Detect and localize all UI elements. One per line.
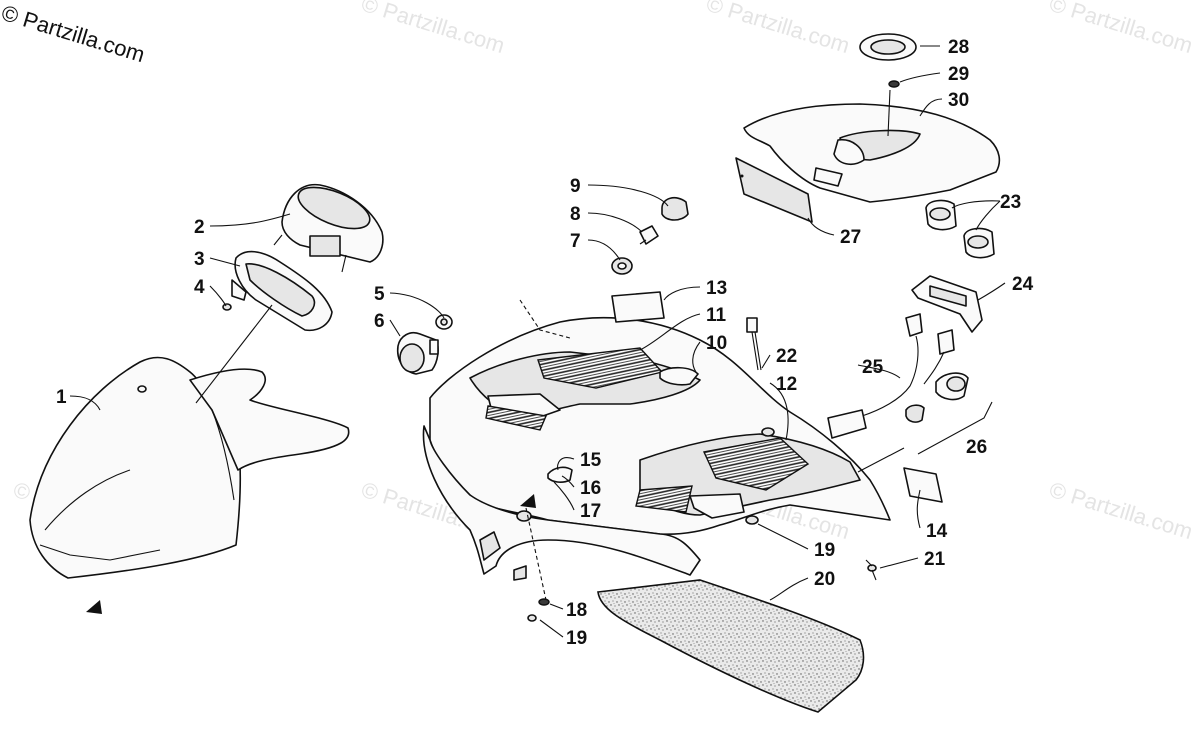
- callout-7: 7: [570, 231, 581, 252]
- callout-26: 26: [966, 437, 987, 458]
- part-gauge-bezel: [231, 250, 333, 332]
- part-handlebar-cover-30: [743, 103, 1001, 203]
- callout-22: 22: [776, 346, 797, 367]
- part-washer-5: [435, 314, 453, 330]
- part-console-panel: [422, 299, 891, 581]
- part-outlet-26: [857, 372, 993, 473]
- callout-19b: 19: [566, 628, 587, 649]
- callout-14: 14: [926, 521, 948, 542]
- callout-28: 28: [948, 37, 969, 58]
- part-cap-9: [661, 196, 689, 221]
- callout-24: 24: [1012, 274, 1034, 295]
- reference-arrow: [86, 600, 102, 614]
- callout-18: 18: [566, 600, 587, 621]
- callout-9: 9: [570, 176, 581, 197]
- callout-4: 4: [194, 277, 205, 298]
- callout-15: 15: [580, 450, 602, 471]
- part-switch-23: [925, 199, 995, 259]
- watermark-text: © Partzilla.com: [1047, 477, 1196, 544]
- callout-23: 23: [1000, 192, 1021, 213]
- callout-21: 21: [924, 549, 946, 570]
- part-grommet-28: [859, 33, 917, 61]
- part-decal-14: [903, 467, 943, 503]
- callout-labels: 1 2 3 4 5 6 7 8 9 10 11 12 13 14 15 16 1…: [56, 37, 1034, 649]
- callout-11: 11: [706, 305, 727, 326]
- callout-29: 29: [948, 64, 969, 85]
- callout-27: 27: [840, 227, 861, 248]
- part-screw-18: [538, 598, 550, 606]
- callout-6: 6: [374, 311, 385, 332]
- callout-8: 8: [570, 204, 581, 225]
- part-bolt-22: [746, 317, 762, 371]
- part-decal-13: [611, 291, 665, 323]
- part-lens-27: [735, 157, 813, 223]
- callout-1: 1: [56, 387, 67, 408]
- watermark-text: © Partzilla.com: [704, 0, 853, 58]
- part-harness-25: [827, 313, 955, 439]
- callout-25: 25: [862, 357, 884, 378]
- part-screw-4: [222, 303, 232, 311]
- callout-30: 30: [948, 90, 969, 111]
- part-key-8: [639, 225, 659, 245]
- part-switch-6: [396, 331, 439, 375]
- reference-arrow: [520, 494, 536, 508]
- part-gauge: [273, 183, 384, 273]
- watermark-text: © Partzilla.com: [359, 0, 508, 58]
- callout-5: 5: [374, 284, 385, 305]
- part-bracket-24: [911, 275, 983, 333]
- callout-19: 19: [814, 540, 835, 561]
- leader-lines: [69, 45, 1006, 638]
- part-screw-19a: [527, 614, 537, 622]
- callout-3: 3: [194, 249, 205, 270]
- callout-20: 20: [814, 569, 835, 590]
- watermark-text: © Partzilla.com: [1047, 0, 1196, 58]
- callout-12: 12: [776, 374, 797, 395]
- part-fairing-cover: [29, 356, 350, 579]
- part-pad-20: [597, 579, 865, 713]
- callout-16: 16: [580, 478, 601, 499]
- callout-17: 17: [580, 501, 601, 522]
- callout-13: 13: [706, 278, 727, 299]
- part-screw-29: [888, 80, 900, 88]
- part-ring-7: [611, 257, 633, 275]
- part-screw-21: [867, 564, 877, 581]
- callout-2: 2: [194, 217, 205, 238]
- callout-10: 10: [706, 333, 727, 354]
